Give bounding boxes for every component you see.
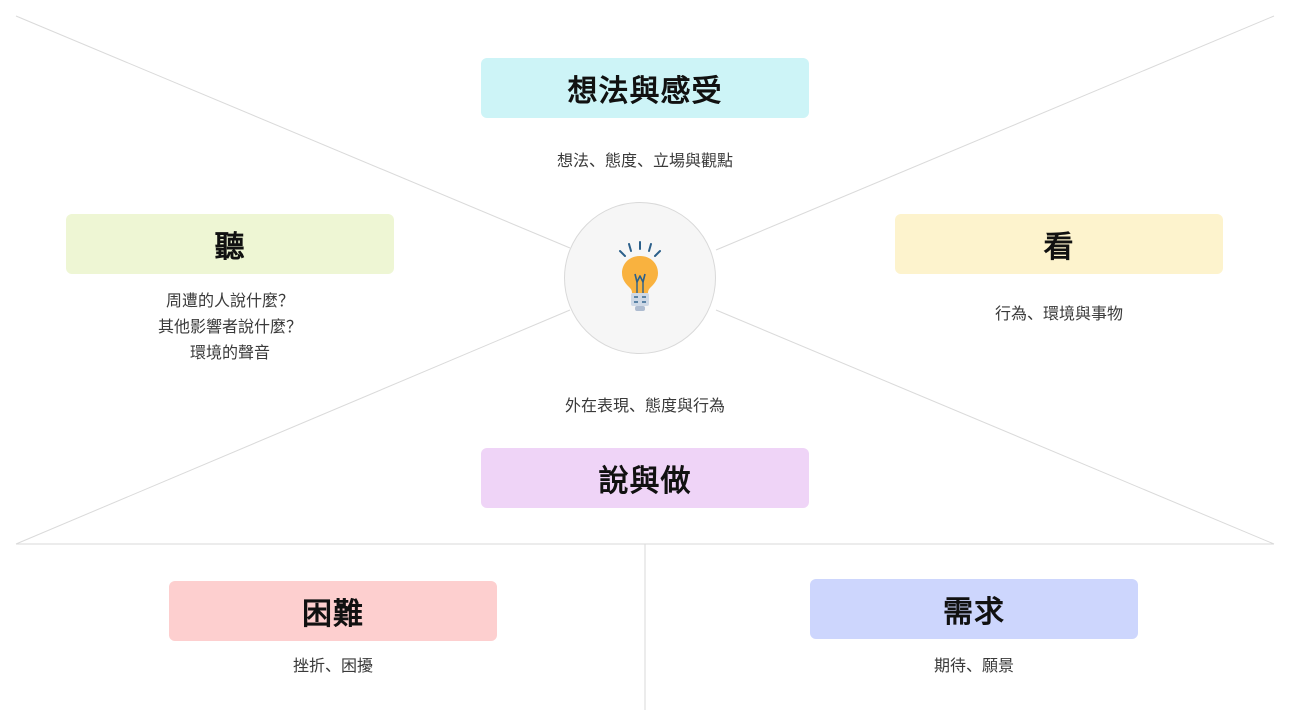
center-circle [564, 202, 716, 354]
say-do-header: 說與做 [481, 448, 809, 508]
hear-description: 周遭的人說什麼？ 其他影響者說什麼？ 環境的聲音 [66, 288, 394, 366]
diagonal-top-right [715, 15, 1275, 251]
say-do-description: 外在表現、態度與行為 [564, 396, 725, 415]
see-description: 行為、環境與事物 [994, 304, 1123, 323]
hear-line-1: 周遭的人說什麼？ [165, 291, 294, 310]
lightbulb-icon [619, 241, 661, 311]
diagonal-top-left [15, 15, 571, 249]
gains-header: 需求 [810, 579, 1138, 639]
think-feel-description: 想法、態度、立場與觀點 [556, 151, 733, 170]
pains-header: 困難 [169, 581, 497, 641]
gains-description: 期待、願景 [933, 656, 1014, 675]
hear-line-2: 其他影響者說什麼？ [157, 317, 302, 336]
think-feel-header: 想法與感受 [481, 58, 809, 118]
hear-line-3: 環境的聲音 [189, 343, 270, 362]
diagonal-bottom-right [715, 309, 1275, 545]
diagonal-bottom-left [15, 309, 571, 545]
see-header: 看 [895, 214, 1223, 274]
pains-description: 挫折、困擾 [292, 656, 373, 675]
hear-header: 聽 [66, 214, 394, 274]
